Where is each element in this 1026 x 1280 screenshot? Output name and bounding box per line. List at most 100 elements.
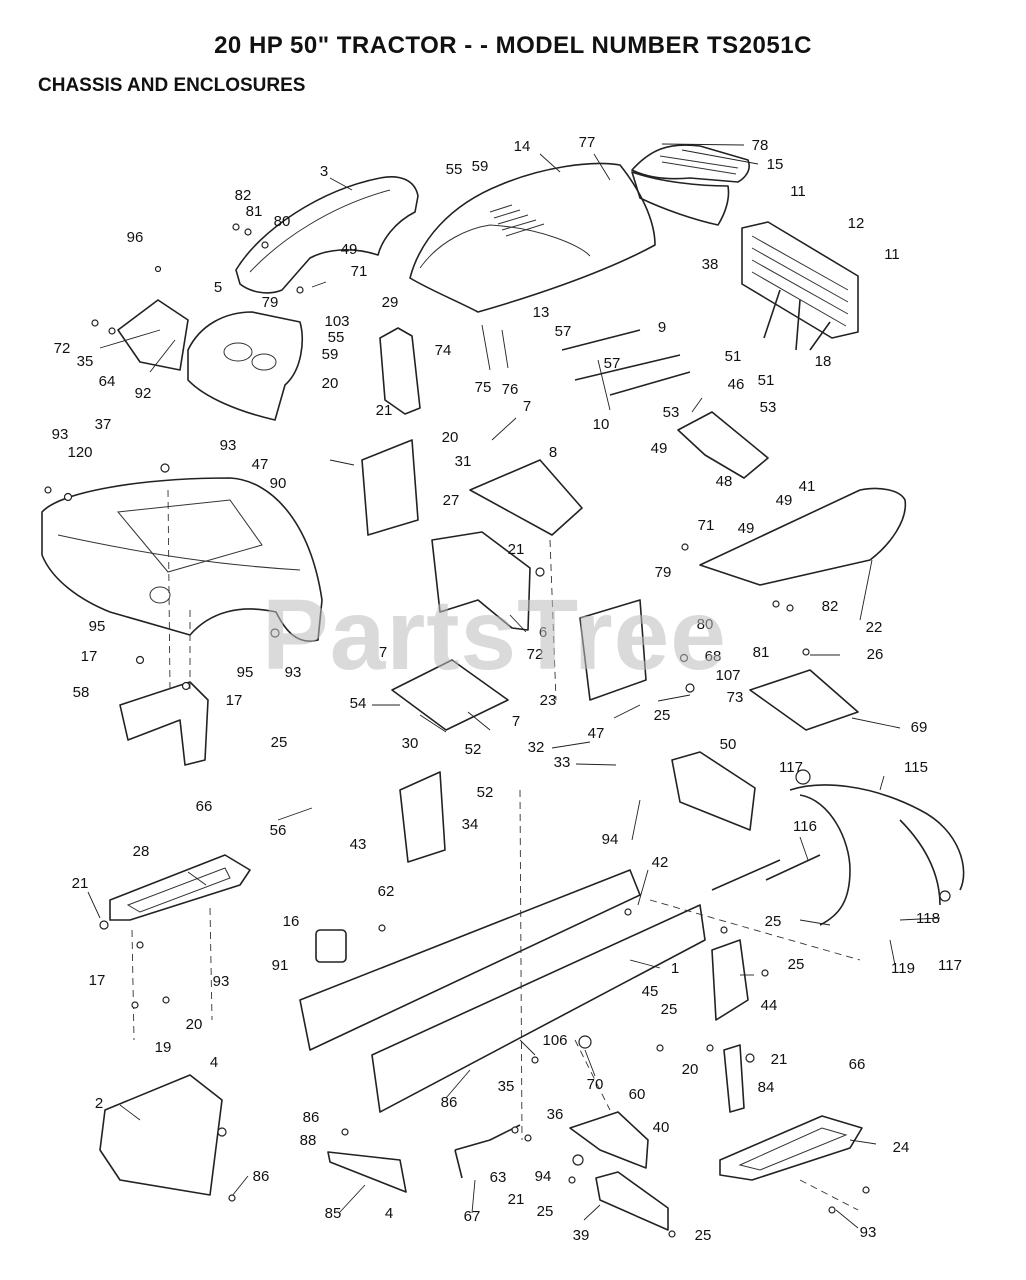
callout-84: 84 <box>758 1079 775 1096</box>
callout-50: 50 <box>720 736 737 753</box>
callout-15: 15 <box>767 156 784 173</box>
callout-58: 58 <box>73 684 90 701</box>
callout-43: 43 <box>350 836 367 853</box>
callout-52b: 52 <box>477 784 494 801</box>
callout-36: 36 <box>547 1106 564 1123</box>
callout-35b: 35 <box>498 1078 515 1095</box>
callout-21b: 21 <box>508 541 525 558</box>
callout-25: 25 <box>654 707 671 724</box>
callout-69: 69 <box>911 719 928 736</box>
callout-95b: 95 <box>237 664 254 681</box>
assembly-lines <box>131 489 861 1211</box>
callout-49b: 49 <box>651 440 668 457</box>
callout-20: 20 <box>322 375 339 392</box>
callout-47: 47 <box>252 456 269 473</box>
callout-106: 106 <box>542 1032 567 1049</box>
callout-labels: 3 55 59 14 77 78 15 82 81 80 96 49 71 79… <box>52 134 962 1244</box>
callout-14: 14 <box>514 138 531 155</box>
callout-79b: 79 <box>655 564 672 581</box>
callout-86b: 86 <box>253 1168 270 1185</box>
callout-68: 68 <box>705 648 722 665</box>
callout-18: 18 <box>815 353 832 370</box>
callout-32: 32 <box>528 739 545 756</box>
callout-4: 4 <box>210 1054 218 1071</box>
callout-75: 75 <box>475 379 492 396</box>
callout-67: 67 <box>464 1208 481 1225</box>
frame-rail-1-drawing <box>371 904 706 1113</box>
callout-49: 49 <box>341 241 358 258</box>
callout-81b: 81 <box>753 644 770 661</box>
callout-72: 72 <box>54 340 71 357</box>
callout-34: 34 <box>462 816 479 833</box>
plate-23-drawing <box>579 599 647 701</box>
frame-rail-91-drawing <box>299 869 641 1051</box>
callout-118: 118 <box>916 910 940 927</box>
callout-7b: 7 <box>379 644 387 661</box>
callout-74: 74 <box>435 342 452 359</box>
callout-41: 41 <box>799 478 816 495</box>
callout-53b: 53 <box>760 399 777 416</box>
bracket-50-drawing <box>671 751 756 831</box>
grille-top-drawing <box>631 144 750 183</box>
callout-9: 9 <box>658 319 666 336</box>
callout-10: 10 <box>593 416 610 433</box>
callout-71b: 71 <box>698 517 715 534</box>
callout-27: 27 <box>443 492 460 509</box>
side-footrest-22-drawing <box>699 487 907 586</box>
callout-33: 33 <box>554 754 571 771</box>
callout-57b: 57 <box>604 355 621 372</box>
plate-2-drawing <box>99 1074 223 1196</box>
bracket-39-drawing <box>595 1171 669 1231</box>
callout-115: 115 <box>904 759 928 776</box>
callout-20b: 20 <box>442 429 459 446</box>
plate-30-drawing <box>391 659 509 731</box>
callout-79: 79 <box>262 294 279 311</box>
callout-30: 30 <box>402 735 419 752</box>
callout-107: 107 <box>715 667 740 684</box>
callout-21: 21 <box>376 402 393 419</box>
callout-86c: 86 <box>303 1109 320 1126</box>
callout-59b: 59 <box>322 346 339 363</box>
callout-63: 63 <box>490 1169 507 1186</box>
callout-21e: 21 <box>508 1191 525 1208</box>
callout-2: 2 <box>95 1095 103 1112</box>
callout-93e: 93 <box>860 1224 877 1241</box>
callout-93: 93 <box>52 426 69 443</box>
plate-69-drawing <box>749 669 859 731</box>
callout-66: 66 <box>196 798 213 815</box>
callout-51b: 51 <box>758 372 775 389</box>
callout-95: 95 <box>89 618 106 635</box>
callout-51: 51 <box>725 348 742 365</box>
section-title: CHASSIS AND ENCLOSURES <box>38 75 306 96</box>
callout-5: 5 <box>214 279 222 296</box>
watermark: PartsTree <box>262 579 727 691</box>
callout-59: 59 <box>472 158 489 175</box>
callout-119: 119 <box>891 960 915 977</box>
callout-25d: 25 <box>788 956 805 973</box>
callout-7: 7 <box>523 398 531 415</box>
callout-1: 1 <box>671 960 679 977</box>
grille-lower-drawing <box>631 171 730 226</box>
callout-93b: 93 <box>220 437 237 454</box>
callout-leaders <box>87 143 941 1229</box>
callout-24: 24 <box>893 1139 910 1156</box>
callout-25e: 25 <box>661 1001 678 1018</box>
callout-26: 26 <box>867 646 884 663</box>
callout-66b: 66 <box>849 1056 866 1073</box>
callout-17c: 17 <box>89 972 106 989</box>
footrest-24-drawing <box>719 1115 863 1181</box>
plate-8-drawing <box>469 459 583 536</box>
callout-21c: 21 <box>72 875 89 892</box>
bracket-44-drawing <box>711 939 749 1021</box>
callout-93c: 93 <box>285 664 302 681</box>
callout-20d: 20 <box>682 1061 699 1078</box>
callout-37: 37 <box>95 416 112 433</box>
callout-78: 78 <box>752 137 769 154</box>
footrest-28-drawing <box>109 854 251 921</box>
callout-45: 45 <box>642 983 659 1000</box>
callout-90: 90 <box>270 475 287 492</box>
callout-70: 70 <box>587 1076 604 1093</box>
callout-12: 12 <box>848 215 865 232</box>
bracket-58-drawing <box>119 681 209 766</box>
callout-93d: 93 <box>213 973 230 990</box>
